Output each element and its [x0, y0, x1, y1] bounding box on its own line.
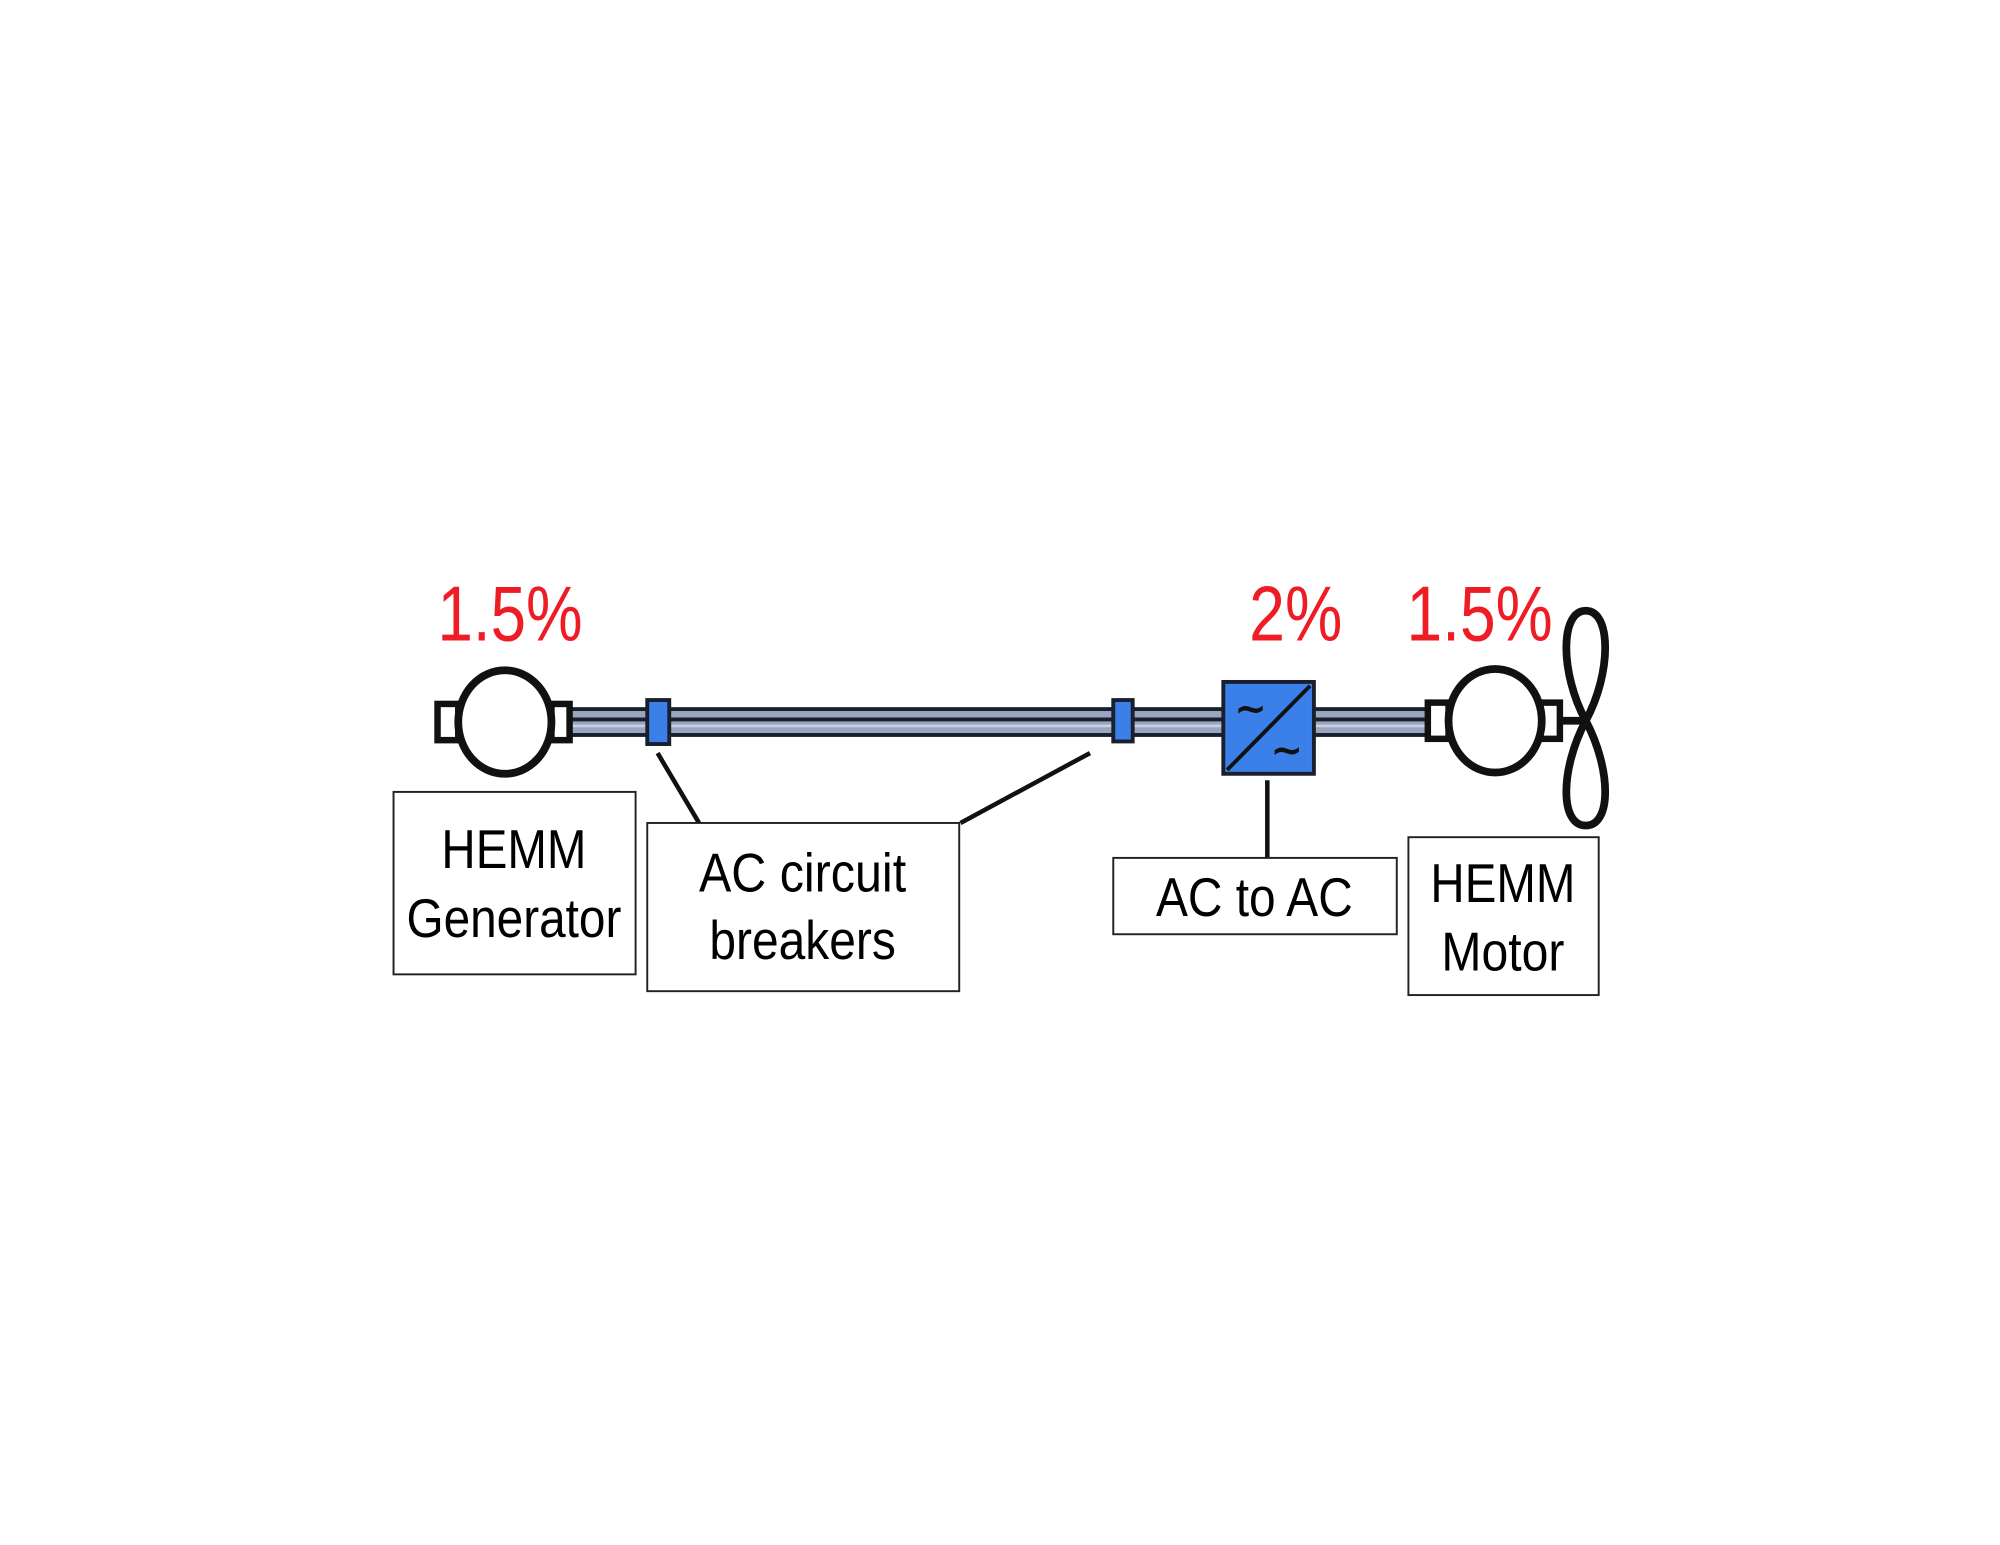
breakers-label-box: AC circuit breakers	[646, 821, 961, 993]
converter-symbol-top: ~	[1234, 687, 1267, 732]
generator-icon	[434, 666, 573, 778]
generator-label-box: HEMM Generator	[392, 790, 637, 976]
breaker-2-leader	[959, 751, 1092, 825]
converter-loss: 2%	[1249, 572, 1342, 658]
breakers-label-line1: AC circuit	[699, 843, 906, 904]
breaker-2-icon	[1111, 698, 1135, 744]
ac-ac-converter-icon: ~ ~	[1221, 679, 1316, 776]
motor-icon	[1424, 665, 1586, 777]
propeller-icon	[1562, 606, 1610, 830]
motor-label-line1: HEMM	[1430, 853, 1575, 914]
converter-symbol-bottom: ~	[1270, 728, 1303, 773]
generator-label-line2: Generator	[406, 888, 621, 949]
motor-label-line2: Motor	[1441, 921, 1564, 982]
motor-loss: 1.5%	[1406, 572, 1552, 658]
breakers-label-line2: breakers	[709, 910, 895, 971]
breaker-1-icon	[645, 698, 672, 746]
converter-label-box: AC to AC	[1112, 856, 1398, 936]
generator-loss: 1.5%	[438, 572, 583, 658]
converter-label: AC to AC	[1156, 867, 1353, 928]
motor-label-box: HEMM Motor	[1407, 836, 1600, 997]
breaker-1-leader	[655, 751, 701, 825]
generator-label-line1: HEMM	[441, 819, 586, 880]
